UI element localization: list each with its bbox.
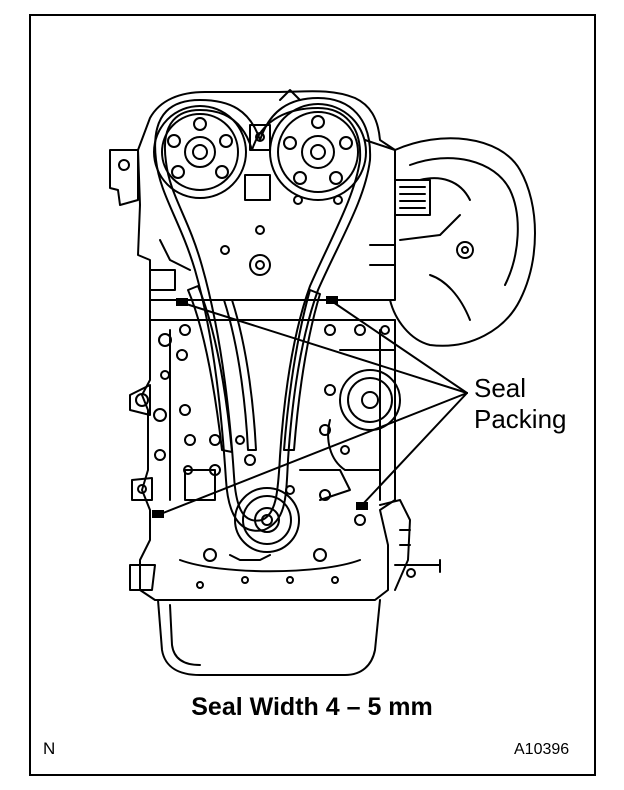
seal-packing-points (152, 296, 368, 518)
seal-label-line1: Seal (474, 373, 527, 403)
camshaft-sprocket-right (269, 103, 367, 201)
seal-label-line2: Packing (474, 404, 567, 434)
view-letter: N (43, 739, 56, 758)
figure-border (29, 14, 596, 776)
camshaft-sprocket-left (153, 105, 247, 199)
bolts (153, 195, 390, 589)
alternator (389, 137, 536, 347)
timing-chain (154, 97, 372, 532)
seal-leader-lines (157, 299, 468, 516)
figure-code: A10396 (514, 741, 570, 758)
left-brackets (109, 149, 156, 591)
chain-guides (187, 285, 321, 453)
cylinder-block (139, 319, 396, 601)
crankshaft-sprocket (234, 487, 300, 553)
oil-pan (157, 599, 381, 676)
seal-width-caption: Seal Width 4 – 5 mm (191, 693, 433, 721)
